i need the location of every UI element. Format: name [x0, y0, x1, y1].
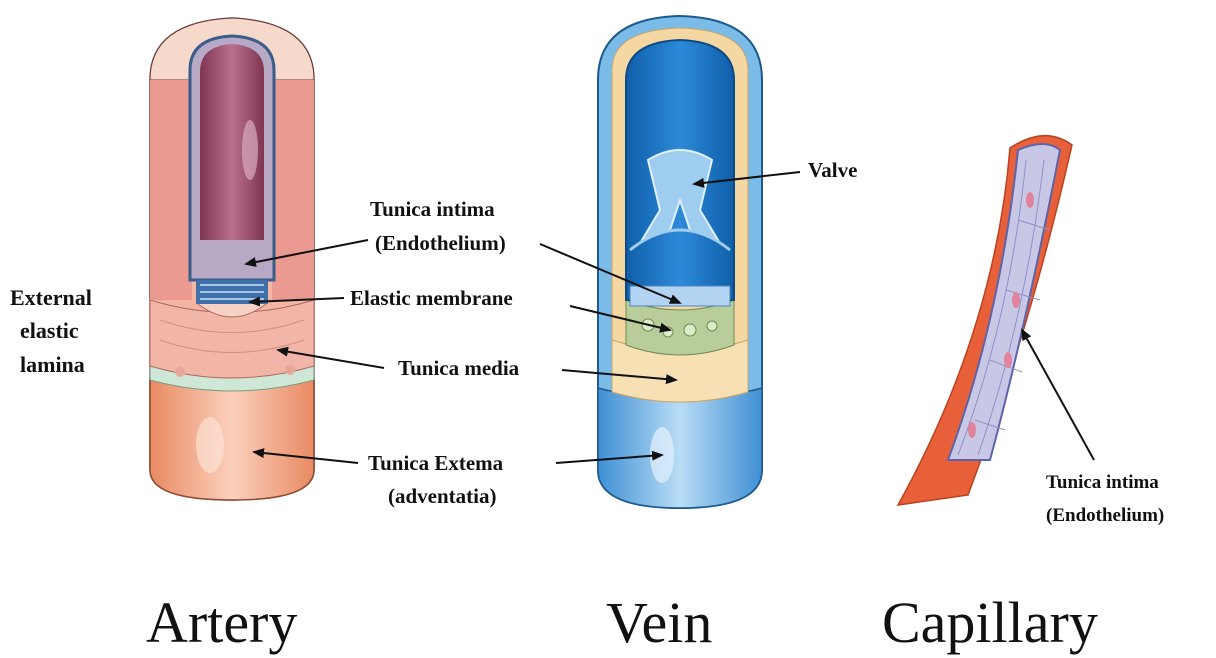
- label-endothelium: (Endothelium): [375, 231, 506, 255]
- label-tunica-externa: Tunica Extema: [368, 451, 504, 475]
- capillary-illustration: [898, 136, 1072, 505]
- vein-illustration: [598, 16, 762, 508]
- label-external-elastic-lamina-3: lamina: [20, 352, 85, 377]
- label-external-elastic-lamina-1: External: [10, 285, 92, 310]
- arrow-intima-capillary: [1022, 330, 1094, 460]
- label-adventitia: (adventatia): [388, 484, 497, 508]
- label-valve: Valve: [808, 158, 857, 182]
- title-capillary: Capillary: [882, 590, 1098, 655]
- label-capillary-endothelium: (Endothelium): [1046, 505, 1164, 526]
- artery-illustration: [150, 18, 314, 500]
- label-external-elastic-lamina-2: elastic: [20, 318, 79, 343]
- label-tunica-intima: Tunica intima: [370, 197, 495, 221]
- title-artery: Artery: [146, 590, 297, 655]
- label-tunica-media: Tunica media: [398, 356, 520, 380]
- label-elastic-membrane: Elastic membrane: [350, 286, 513, 310]
- label-capillary-tunica-intima: Tunica intima: [1046, 472, 1159, 493]
- title-vein: Vein: [606, 590, 712, 655]
